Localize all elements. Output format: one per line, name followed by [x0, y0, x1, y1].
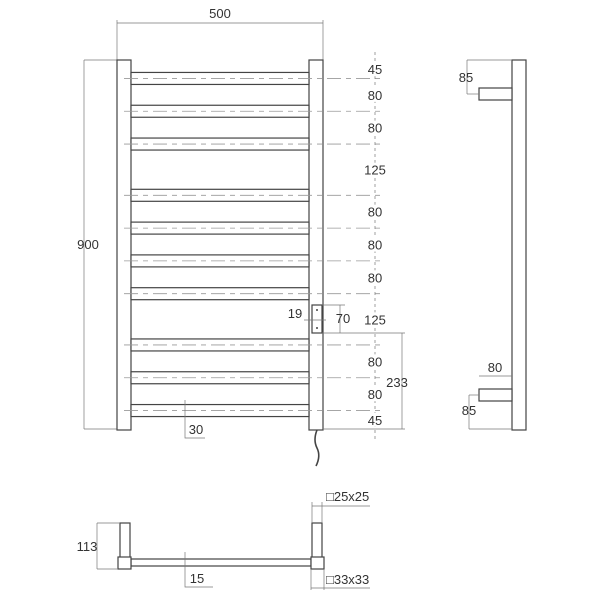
- side-post: [511, 59, 527, 431]
- spacing-label-background: [360, 120, 390, 135]
- heating-element-bracket: [311, 304, 323, 334]
- left-post-top: [119, 522, 131, 560]
- foot-section-label: □33x33: [326, 572, 369, 587]
- left-post: [116, 59, 132, 431]
- front-view: 500 900 45 80 80 125 80 80 80 125 80 80 45 19 70 2…: [77, 6, 408, 467]
- spacing-label: 125: [364, 163, 386, 178]
- depth-label: 80: [488, 360, 502, 375]
- right-post-top: [311, 522, 323, 560]
- width-label: 500: [209, 6, 231, 21]
- power-cable: [314, 429, 320, 467]
- spacing-label: 45: [368, 62, 382, 77]
- spacing-label: 45: [368, 413, 382, 428]
- spacing-labels: 45 80 80 125 80 80 80 125 80 80 45: [360, 62, 390, 428]
- post-section-label: □25x25: [326, 489, 369, 504]
- spacing-label: 125: [364, 312, 386, 327]
- bracket-offset-label: 233: [386, 375, 408, 390]
- spacing-label: 80: [368, 270, 382, 285]
- spacing-label-background: [360, 354, 390, 369]
- spacing-label: 80: [368, 387, 382, 402]
- spacing-label: 80: [368, 121, 382, 136]
- bottom-offset-label: 85: [462, 403, 476, 418]
- rails: [124, 71, 380, 418]
- spacing-label-background: [360, 312, 390, 327]
- right-post: [308, 59, 324, 431]
- bracket-height-label: 70: [336, 311, 350, 326]
- top-wall-bracket: [478, 87, 513, 101]
- spacing-label-background: [360, 237, 390, 252]
- spacing-label: 80: [368, 205, 382, 220]
- height-label: 900: [77, 237, 99, 252]
- spacing-label: 80: [368, 238, 382, 253]
- bottom-wall-bracket: [478, 388, 513, 402]
- spacing-label-background: [360, 412, 390, 427]
- bar-height-label: 30: [189, 422, 203, 437]
- spacing-label-background: [360, 387, 390, 402]
- spacing-label: 80: [368, 88, 382, 103]
- bottom-view: 113 15 □25x25 □33x33: [77, 489, 370, 590]
- spacing-label-background: [360, 62, 390, 77]
- top-offset-label: 85: [459, 70, 473, 85]
- left-foot: [117, 556, 132, 570]
- bottom-depth-label: 113: [77, 539, 98, 554]
- spacing-label-background: [360, 87, 390, 102]
- spacing-label: 80: [368, 354, 382, 369]
- spacing-label-background: [360, 162, 390, 177]
- bracket-width-label: 19: [288, 306, 302, 321]
- spacing-label-background: [360, 204, 390, 219]
- bottom-bar: [130, 558, 312, 567]
- bar-width-label: 15: [190, 571, 204, 586]
- side-view: 85 85 80: [459, 59, 527, 431]
- spacing-label-background: [360, 270, 390, 285]
- right-foot: [310, 556, 325, 570]
